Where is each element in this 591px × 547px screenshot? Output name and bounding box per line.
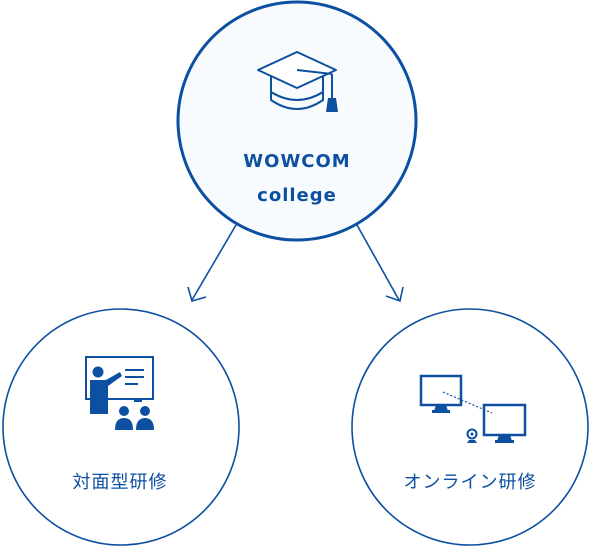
online-label: オンライン研修: [403, 472, 537, 493]
college-title-line1: WOWCOM: [243, 151, 351, 172]
college-title: WOWCOM college: [197, 145, 397, 213]
arrow-left: [187, 224, 237, 302]
college-title-line2: college: [257, 185, 337, 206]
face-to-face-label: 対面型研修: [72, 472, 168, 493]
online-node: [351, 308, 589, 546]
online-monitors-icon: [419, 374, 527, 443]
college-node: [176, 0, 418, 242]
classroom-icon: [85, 356, 154, 430]
arrow-right: [356, 224, 404, 303]
graduation-cap-icon: [257, 51, 338, 112]
